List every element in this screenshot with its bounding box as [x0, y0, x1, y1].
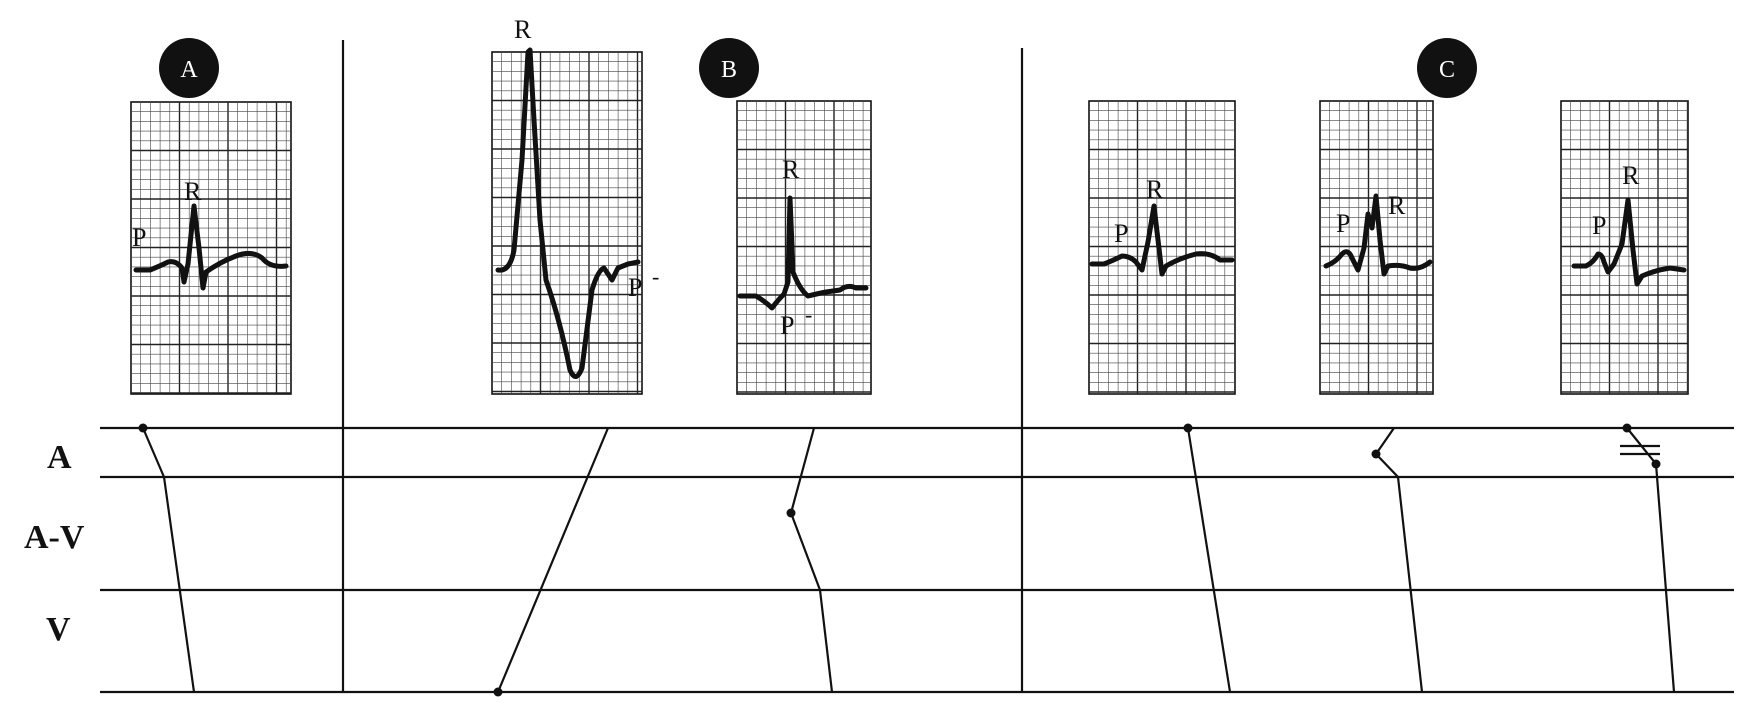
- row-label-atrium: A: [47, 439, 72, 476]
- ecg-trace-c1: [1089, 203, 1235, 277]
- ecg-grid-c2: [1319, 100, 1434, 395]
- conduction-path-b2: [786, 427, 834, 693]
- panel-badge-b: B: [699, 38, 759, 98]
- ecg-grid-c3: [1560, 100, 1689, 395]
- label-r-c3: R: [1622, 161, 1640, 190]
- conduction-path-c3: [1620, 423, 1676, 693]
- ecg-trace-a: [133, 203, 289, 291]
- label-p-minus-b2: P: [780, 311, 794, 340]
- label-r-c1: R: [1146, 175, 1164, 204]
- label-r-c2: R: [1388, 191, 1406, 220]
- ecg-trace-b2: [737, 195, 869, 311]
- conduction-path-a: [138, 423, 196, 693]
- conduction-path-c1: [1183, 423, 1232, 693]
- label-minus-b2: -: [805, 302, 812, 327]
- row-label-ventricle: V: [46, 611, 71, 648]
- ecg-trace-b1: [495, 47, 641, 379]
- ecg-grid-c1: [1088, 100, 1236, 395]
- panel-badge-c: C: [1417, 38, 1477, 98]
- label-p-c3: P: [1592, 211, 1606, 240]
- label-r-b2: R: [782, 155, 800, 184]
- ecg-grid-b1: [491, 51, 643, 395]
- ecg-grid-b2: [736, 100, 872, 395]
- ecg-grids: [130, 51, 1689, 395]
- panel-badge-a-label: A: [180, 57, 198, 83]
- label-r-b1: R: [514, 15, 532, 44]
- ecg-grid-a: [130, 101, 292, 395]
- panel-badge-c-label: C: [1439, 57, 1455, 83]
- ecg-trace-c3: [1571, 197, 1687, 287]
- label-p-a: P: [132, 223, 146, 252]
- panel-badge-b-label: B: [721, 57, 737, 83]
- label-minus-b1: -: [652, 264, 659, 289]
- conduction-path-c2: [1371, 427, 1424, 693]
- label-r-a: R: [184, 177, 202, 206]
- label-p-minus-b1: P: [628, 273, 642, 302]
- ecg-trace-c2: [1323, 193, 1433, 277]
- row-label-av-node: A-V: [24, 519, 85, 556]
- label-p-c1: P: [1114, 219, 1128, 248]
- conduction-path-b1: [493, 427, 610, 697]
- label-p-c2: P: [1336, 209, 1350, 238]
- panel-badge-a: A: [159, 38, 219, 98]
